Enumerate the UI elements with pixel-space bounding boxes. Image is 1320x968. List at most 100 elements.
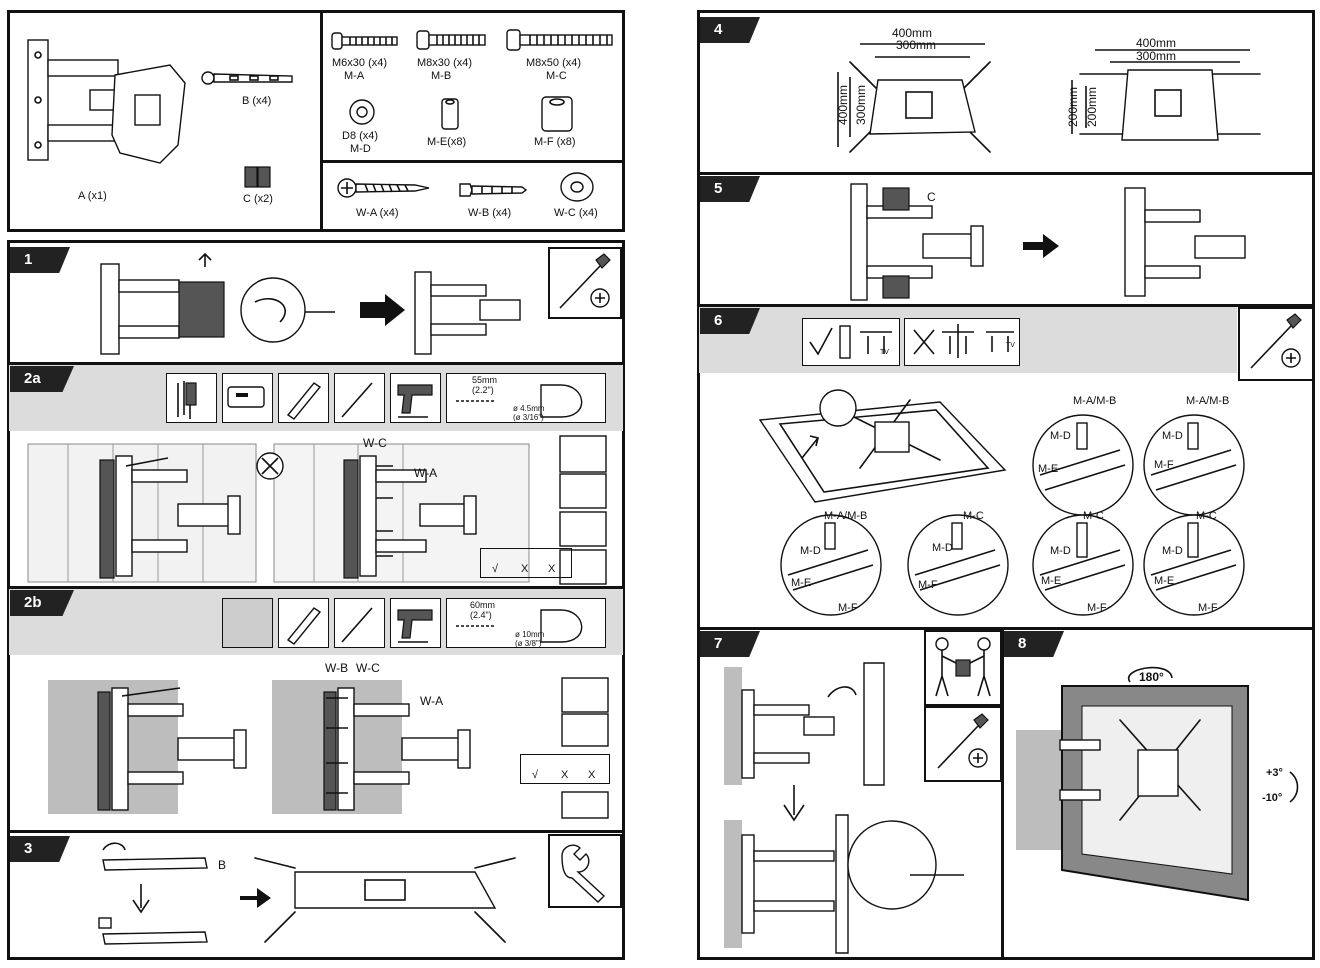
choice-x2-2b: X [588, 769, 596, 781]
detail-circles [780, 414, 1245, 616]
step-divider-1 [9, 362, 623, 365]
dim-300-width: 300mm [896, 38, 937, 52]
c5-e: M-E [1041, 575, 1062, 587]
step-2a-tab: 2a [10, 366, 74, 392]
screwdriver-icon [559, 253, 611, 309]
tool-concrete [222, 598, 273, 648]
dim-400-width-b: 400mm [1136, 36, 1177, 50]
c1-e: M-E [1038, 463, 1059, 475]
spacer-mf-icon [541, 96, 573, 132]
dim-200-height: 200mm [1066, 86, 1081, 128]
step-6-tab: 6 [700, 308, 760, 334]
step-2b-illustration [48, 677, 609, 819]
part-mb-label: M-B [431, 70, 452, 82]
tool-drill [390, 373, 441, 423]
step-divider-2a [9, 586, 623, 589]
c5-d: M-D [1050, 545, 1071, 557]
step-5-illustration [850, 183, 1246, 301]
part-wb-label: W-B (x4) [468, 207, 512, 219]
dim-200-height-b: 200mm [1085, 86, 1100, 128]
c6-d: M-D [1162, 545, 1183, 557]
tool-marker-2b [334, 598, 385, 648]
screw-length-icons [809, 324, 1014, 359]
c6-e: M-E [1154, 575, 1175, 587]
choice-x2-2a: X [548, 563, 556, 575]
part-b-label: B (x4) [242, 95, 272, 107]
step-divider-4 [699, 172, 1313, 175]
part-m8b-label: M8x50 (x4) [526, 57, 582, 69]
choice-check-2b: √ [532, 769, 539, 781]
part-wc-label: W-C (x4) [554, 207, 598, 219]
washer-wc-icon [560, 172, 594, 202]
rotation-label: 180° [1139, 670, 1164, 684]
step-6-tool-box [1238, 307, 1314, 381]
part-b-illustration [201, 71, 293, 85]
screwdriver-icon-7 [937, 713, 989, 769]
drill-bit-in-2a: (ø 3/16") [513, 413, 544, 422]
tilt-down-label: -10° [1262, 792, 1283, 804]
step-1-tab: 1 [10, 247, 70, 273]
step-7-tool-box [924, 706, 1002, 782]
label-c-step5: C [927, 190, 936, 204]
c6-f: M-F [1198, 602, 1218, 614]
c4-e: M-F [918, 579, 938, 591]
step-6-tv-illustration [758, 389, 1007, 503]
part-m8a-label: M8x30 (x4) [417, 57, 473, 69]
drill-bit-in-2b: (ø 3/8") [515, 639, 542, 648]
two-person-icon [935, 637, 991, 697]
c3-top: M-A/M-B [824, 510, 868, 522]
anchor-choice-box-2a [480, 548, 572, 578]
step-divider-6 [699, 627, 1313, 630]
tv-label-1: TV [880, 349, 889, 356]
step-divider-2b [9, 830, 623, 833]
part-md-label: M-D [350, 143, 371, 155]
drill-depth-in-2b: (2.4") [470, 610, 492, 620]
dim-400-width: 400mm [892, 26, 933, 40]
part-c-illustration [244, 166, 271, 188]
tilt-up-label: +3° [1266, 767, 1283, 779]
label-wb-2b: W-B [325, 661, 349, 675]
parts-divider-v [320, 12, 323, 230]
tool-icons-2b [286, 607, 583, 645]
step-4-tab: 4 [700, 17, 760, 43]
c3-f: M-F [838, 602, 858, 614]
c2-top: M-A/M-B [1186, 395, 1230, 407]
wood-screw-wa-icon [337, 178, 430, 198]
dim-400-height: 400mm [836, 84, 851, 126]
c4-top: M-C [963, 510, 984, 522]
c2-e: M-F [1154, 459, 1174, 471]
step-7-illustration [724, 662, 964, 954]
screw-m6-icon [331, 32, 398, 50]
two-person-box [924, 630, 1002, 706]
step-4-illustration [837, 43, 1261, 153]
step-8-tab: 8 [1004, 631, 1064, 657]
choice-check-2a: √ [492, 563, 499, 575]
step-7-8-divider [1001, 629, 1004, 958]
c5-top: M-C [1083, 510, 1104, 522]
drill-depth-2b: 60mm [470, 600, 496, 610]
part-c-label: C (x2) [243, 193, 273, 205]
washer-d8-icon [349, 99, 375, 125]
drill-depth-2a: 55mm [472, 375, 498, 385]
screwdriver-icon-6 [1250, 313, 1302, 369]
screw-m8-short-icon [416, 30, 486, 50]
part-mc-label: M-C [546, 70, 567, 82]
part-a-label: A (x1) [78, 190, 107, 202]
c5-f: M-F [1087, 602, 1107, 614]
spacer-me-icon [441, 98, 459, 130]
label-wc-2a: W-C [363, 436, 387, 450]
step-2a-illustration [27, 435, 607, 585]
drill-depth-in-2a: (2.2") [472, 385, 494, 395]
correct-screw-box [802, 318, 900, 366]
part-d8-label: D8 (x4) [342, 130, 379, 142]
c2-d: M-D [1162, 430, 1183, 442]
choice-x1-2a: X [521, 563, 529, 575]
c3-e: M-E [791, 577, 812, 589]
bracket-a-illustration [27, 39, 186, 164]
tv-label-2: TV [1006, 342, 1015, 349]
part-mf-label: M-F (x8) [534, 136, 576, 148]
part-wa-label: W-A (x4) [356, 207, 399, 219]
drill-bit-2a: ø 4.5mm [513, 404, 545, 413]
label-wc-2b: W-C [356, 661, 380, 675]
dim-300-width-b: 300mm [1136, 49, 1177, 63]
